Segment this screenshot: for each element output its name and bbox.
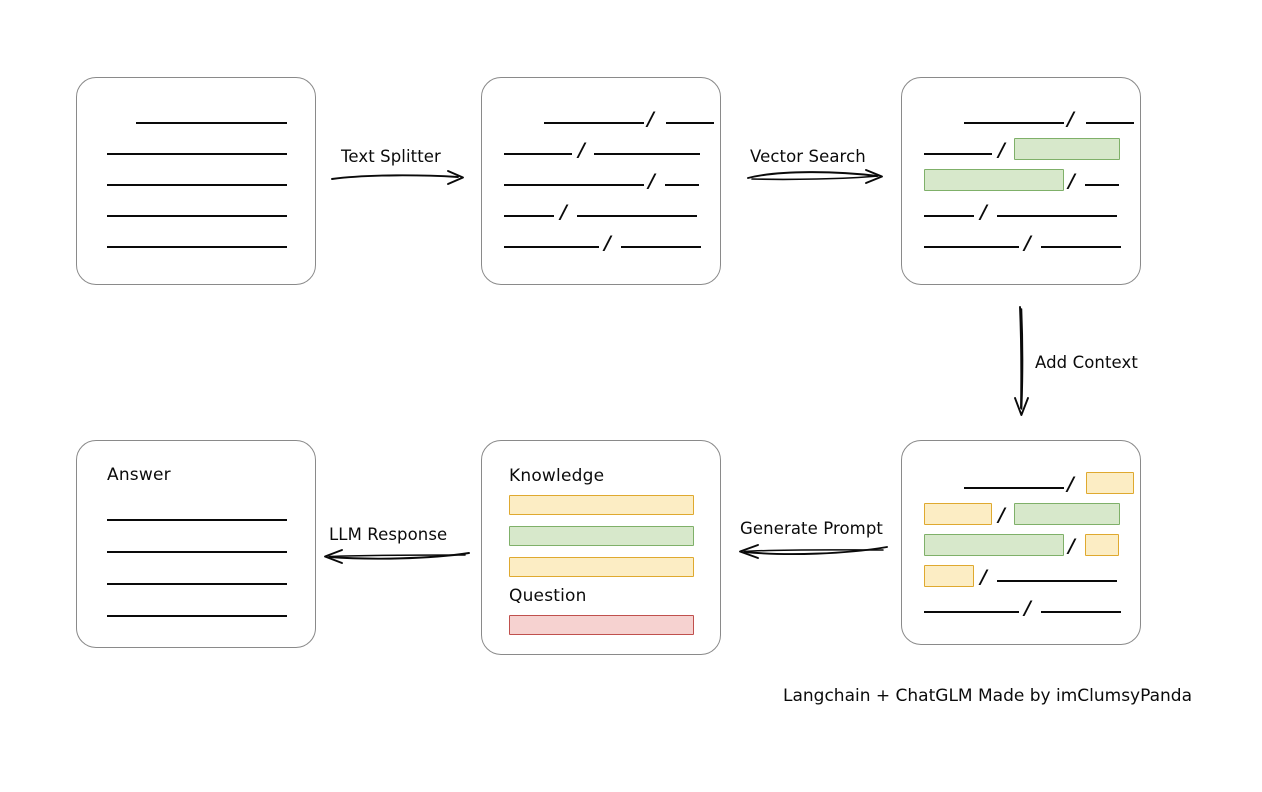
card-matched-chunks: / / / / / [901,77,1141,285]
question-heading: Question [509,586,587,606]
card-context-chunks: / / / / / [901,440,1141,645]
credit-text: Langchain + ChatGLM Made by imClumsyPand… [783,686,1192,706]
knowledge-heading: Knowledge [509,466,605,486]
card-prompt: Knowledge Question [481,440,721,655]
doc-line [594,153,700,156]
arrow-text-splitter [331,170,464,185]
doc-line [544,122,644,125]
arrow-add-context [1014,306,1029,416]
card-split-chunks: / / / / / [481,77,721,285]
doc-line [107,583,287,586]
doc-line [107,519,287,522]
chunk-separator: / [648,170,655,192]
highlight-chip-yellow [924,565,974,587]
doc-line [964,487,1064,490]
doc-line [107,184,287,187]
doc-line [136,122,287,125]
doc-line [107,615,287,618]
doc-line [1041,246,1121,249]
chunk-separator: / [604,232,611,254]
doc-line [964,122,1064,125]
card-answer: Answer [76,440,316,648]
doc-line [666,122,714,125]
doc-line [924,153,992,156]
doc-line [924,611,1019,614]
chunk-separator: / [998,504,1005,526]
doc-line [1085,184,1119,187]
edge-label-vector-search: Vector Search [750,147,866,166]
knowledge-bar-yellow [509,495,694,515]
highlight-chip-green [924,534,1064,556]
arrow-llm-response [324,549,470,564]
chunk-separator: / [1067,108,1074,130]
doc-line [924,215,974,218]
edge-label-generate-prompt: Generate Prompt [740,519,883,538]
chunk-separator: / [980,566,987,588]
doc-line [107,153,287,156]
doc-line [577,215,697,218]
question-bar-red [509,615,694,635]
doc-line [924,246,1019,249]
knowledge-bar-yellow [509,557,694,577]
knowledge-bar-green [509,526,694,546]
doc-line [504,184,644,187]
doc-line [504,246,599,249]
doc-line [1041,611,1121,614]
doc-line [107,215,287,218]
edge-label-text-splitter: Text Splitter [341,147,441,166]
highlight-chip-green [1014,138,1120,160]
chunk-separator: / [1068,170,1075,192]
chunk-separator: / [560,201,567,223]
chunk-separator: / [1067,473,1074,495]
arrow-generate-prompt [739,544,888,559]
doc-line [504,153,572,156]
chunk-separator: / [980,201,987,223]
highlight-chip-yellow [1085,534,1119,556]
doc-line [997,215,1117,218]
doc-line [997,580,1117,583]
doc-line [621,246,701,249]
doc-line [107,551,287,554]
chunk-separator: / [647,108,654,130]
highlight-chip-green [1014,503,1120,525]
chunk-separator: / [1024,232,1031,254]
doc-line [504,215,554,218]
chunk-separator: / [998,139,1005,161]
card-source-document [76,77,316,285]
chunk-separator: / [1024,597,1031,619]
highlight-chip-yellow [924,503,992,525]
doc-line [665,184,699,187]
doc-line [1086,122,1134,125]
highlight-chip-yellow [1086,472,1134,494]
doc-line [107,246,287,249]
highlight-chip-green [924,169,1064,191]
answer-heading: Answer [107,465,171,485]
arrow-vector-search [747,169,883,184]
chunk-separator: / [1068,535,1075,557]
chunk-separator: / [578,139,585,161]
edge-label-llm-response: LLM Response [329,525,448,544]
edge-label-add-context: Add Context [1035,353,1138,372]
